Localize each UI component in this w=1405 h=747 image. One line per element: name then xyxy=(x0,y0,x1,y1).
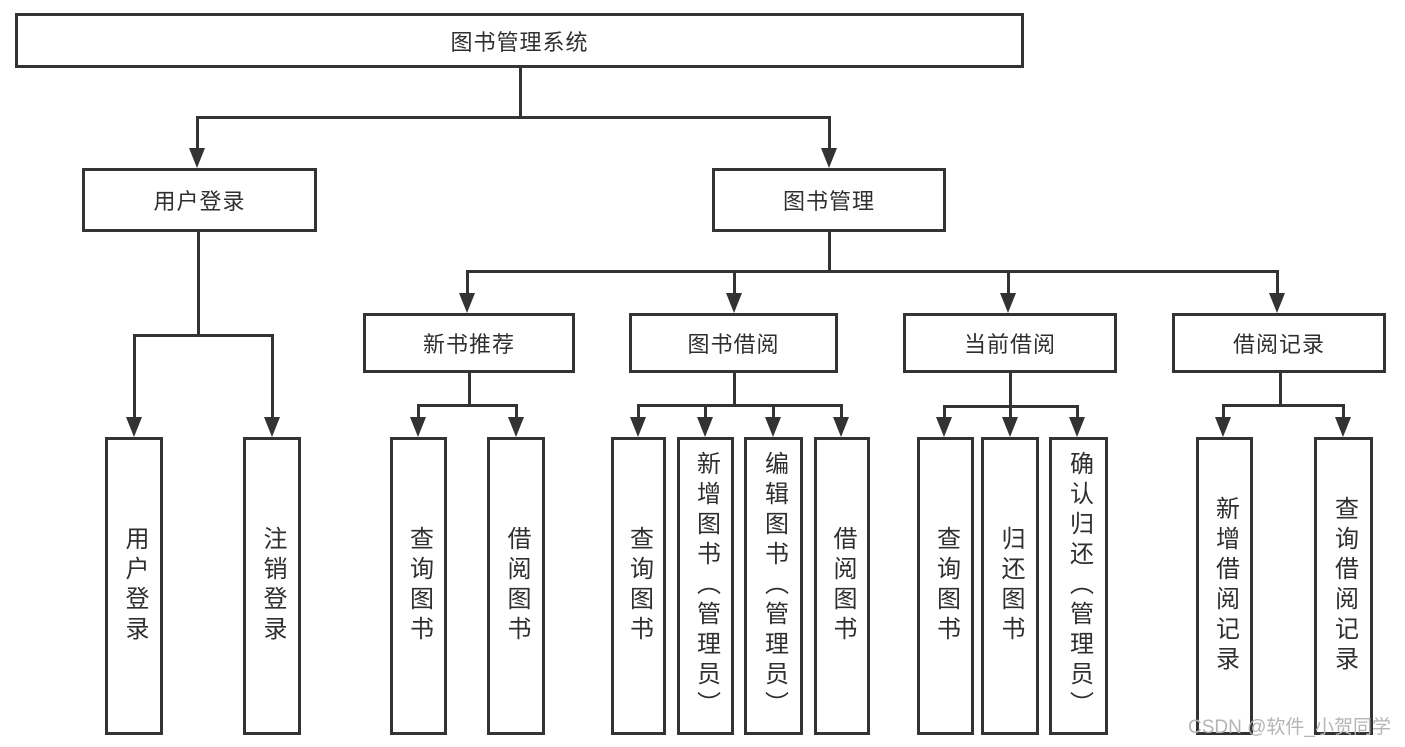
node-book-borrow-label: 图书借阅 xyxy=(687,332,780,357)
connector-line xyxy=(197,232,200,337)
leaf-bb-query-books-label: 查询图书 xyxy=(625,526,653,646)
arrow-down-icon xyxy=(508,417,524,437)
connector-line xyxy=(772,406,775,419)
node-book-mgmt-label: 图书管理 xyxy=(782,189,875,214)
connector-line xyxy=(1007,272,1010,295)
connector-line xyxy=(840,406,843,419)
connector-line xyxy=(1009,407,1012,419)
connector-line xyxy=(271,336,274,419)
connector-line xyxy=(1222,404,1345,407)
leaf-bb-add-books-label: 新增图书（管理员） xyxy=(692,451,720,721)
connector-line xyxy=(133,334,274,337)
connector-line xyxy=(637,406,640,419)
node-borrow-record-label: 借阅记录 xyxy=(1232,332,1325,357)
connector-line xyxy=(196,117,199,151)
connector-line xyxy=(704,406,707,419)
leaf-cb-return-books: 归还图书 xyxy=(981,437,1039,735)
leaf-cb-confirm-return-label: 确认归还（管理员） xyxy=(1065,451,1093,721)
connector-line xyxy=(196,116,831,119)
connector-line xyxy=(1279,373,1282,407)
node-new-book-rec: 新书推荐 xyxy=(363,313,575,373)
connector-line xyxy=(1342,406,1345,419)
connector-line xyxy=(466,270,1279,273)
connector-line xyxy=(468,373,471,407)
leaf-cb-confirm-return: 确认归还（管理员） xyxy=(1049,437,1108,735)
node-new-book-rec-label: 新书推荐 xyxy=(422,332,515,357)
leaf-bb-query-books: 查询图书 xyxy=(611,437,666,735)
arrow-down-icon xyxy=(459,293,475,313)
leaf-bb-borrow-books: 借阅图书 xyxy=(814,437,870,735)
node-current-borrow: 当前借阅 xyxy=(903,313,1117,373)
leaf-bb-edit-books-label: 编辑图书（管理员） xyxy=(760,451,788,721)
arrow-down-icon xyxy=(1269,293,1285,313)
leaf-nbr-query-books: 查询图书 xyxy=(390,437,447,735)
leaf-cb-return-books-label: 归还图书 xyxy=(997,526,1024,646)
node-book-mgmt: 图书管理 xyxy=(712,168,946,232)
arrow-down-icon xyxy=(1215,417,1231,437)
connector-line xyxy=(733,272,736,295)
node-book-borrow: 图书借阅 xyxy=(629,313,838,373)
arrow-down-icon xyxy=(936,417,952,437)
node-current-borrow-label: 当前借阅 xyxy=(963,332,1056,357)
leaf-nbr-borrow-books: 借阅图书 xyxy=(487,437,545,735)
arrow-down-icon xyxy=(821,148,837,168)
node-user-login-label: 用户登录 xyxy=(153,189,246,214)
arrow-down-icon xyxy=(726,293,742,313)
leaf-br-query-record-label: 查询借阅记录 xyxy=(1330,496,1358,676)
connector-line xyxy=(733,373,736,407)
arrow-down-icon xyxy=(126,417,142,437)
leaf-cb-query-books: 查询图书 xyxy=(917,437,974,735)
connector-line xyxy=(828,232,831,273)
node-user-login: 用户登录 xyxy=(82,168,317,232)
connector-line xyxy=(1222,406,1225,419)
arrow-down-icon xyxy=(630,417,646,437)
connector-line xyxy=(637,404,843,407)
leaf-cb-query-books-label: 查询图书 xyxy=(932,526,960,646)
connector-line xyxy=(943,405,1079,408)
leaf-br-query-record: 查询借阅记录 xyxy=(1314,437,1373,735)
connector-line xyxy=(133,336,136,419)
csdn-watermark: CSDN @软件_小贺同学 xyxy=(1188,717,1391,738)
connector-line xyxy=(515,406,518,419)
arrow-down-icon xyxy=(833,417,849,437)
leaf-user-login: 用户登录 xyxy=(105,437,163,735)
connector-line xyxy=(1276,272,1279,295)
arrow-down-icon xyxy=(410,417,426,437)
arrow-down-icon xyxy=(765,417,781,437)
leaf-br-add-record-label: 新增借阅记录 xyxy=(1211,496,1239,676)
arrow-down-icon xyxy=(1335,417,1351,437)
leaf-bb-add-books: 新增图书（管理员） xyxy=(677,437,734,735)
leaf-user-login-label: 用户登录 xyxy=(121,526,148,646)
connector-line xyxy=(519,68,522,119)
leaf-bb-edit-books: 编辑图书（管理员） xyxy=(744,437,803,735)
connector-line xyxy=(828,117,831,151)
leaf-nbr-borrow-books-label: 借阅图书 xyxy=(503,526,530,646)
node-root: 图书管理系统 xyxy=(15,13,1024,68)
leaf-logout: 注销登录 xyxy=(243,437,301,735)
arrow-down-icon xyxy=(1002,417,1018,437)
arrow-down-icon xyxy=(264,417,280,437)
connector-line xyxy=(466,272,469,295)
connector-line xyxy=(943,407,946,419)
leaf-logout-label: 注销登录 xyxy=(259,526,286,646)
node-borrow-record: 借阅记录 xyxy=(1172,313,1386,373)
arrow-down-icon xyxy=(1069,417,1085,437)
connector-line xyxy=(417,406,420,419)
connector-line xyxy=(1009,373,1012,408)
connector-line xyxy=(417,404,518,407)
arrow-down-icon xyxy=(189,148,205,168)
arrow-down-icon xyxy=(697,417,713,437)
leaf-br-add-record: 新增借阅记录 xyxy=(1196,437,1253,735)
node-root-label: 图书管理系统 xyxy=(450,29,589,55)
arrow-down-icon xyxy=(1000,293,1016,313)
connector-line xyxy=(1076,407,1079,419)
leaf-nbr-query-books-label: 查询图书 xyxy=(405,526,433,646)
leaf-bb-borrow-books-label: 借阅图书 xyxy=(829,526,856,646)
